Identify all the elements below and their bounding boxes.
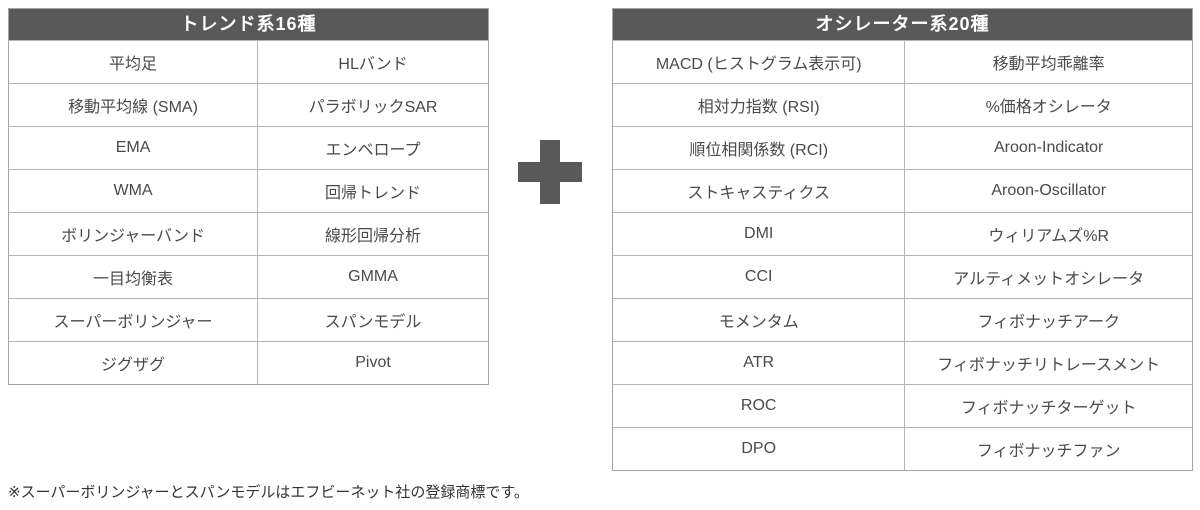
oscillator-indicators-table: オシレーター系20種 MACD (ヒストグラム表示可) 移動平均乖離率 相対力指… — [612, 8, 1193, 471]
trend-indicators-table: トレンド系16種 平均足 HLバンド 移動平均線 (SMA) パラボリックSAR… — [8, 8, 489, 385]
indicator-cell: スーパーボリンジャー — [9, 299, 259, 341]
table-row: モメンタム フィボナッチアーク — [613, 298, 1192, 341]
indicator-cell: MACD (ヒストグラム表示可) — [613, 41, 906, 83]
indicator-cell: HLバンド — [338, 56, 408, 73]
trademark-footnote: ※スーパーボリンジャーとスパンモデルはエフビーネット社の登録商標です。 — [8, 484, 529, 501]
indicator-cell: 移動平均乖離率 — [992, 56, 1105, 73]
table-row: 相対力指数 (RSI) %価格オシレータ — [613, 83, 1192, 126]
table-row: 順位相関係数 (RCI) Aroon-Indicator — [613, 126, 1192, 169]
indicator-cell: 線形回帰分析 — [325, 228, 422, 245]
plus-icon — [518, 140, 582, 204]
indicator-cell: 移動平均線 (SMA) — [9, 84, 259, 126]
table-row: EMA エンベロープ — [9, 126, 488, 169]
table-row: ROC フィボナッチターゲット — [613, 384, 1192, 427]
indicator-cell: ROC — [613, 385, 906, 427]
indicator-cell: パラボリックSAR — [308, 99, 438, 116]
indicator-cell: CCI — [613, 256, 906, 298]
indicator-cell: ボリンジャーバンド — [9, 213, 259, 255]
indicator-cell: GMMA — [348, 268, 398, 285]
indicator-cell: フィボナッチアーク — [977, 314, 1121, 331]
table-row: ストキャスティクス Aroon-Oscillator — [613, 169, 1192, 212]
indicator-cell: EMA — [9, 127, 259, 169]
indicator-cell: ATR — [613, 342, 906, 384]
indicator-cell: 一目均衡表 — [9, 256, 259, 298]
indicator-cell: %価格オシレータ — [985, 99, 1112, 116]
indicator-cell: Pivot — [355, 354, 391, 371]
table-row: ジグザグ Pivot — [9, 341, 488, 384]
indicator-cell: ウィリアムズ%R — [988, 228, 1110, 245]
indicator-cell: Aroon-Oscillator — [991, 182, 1107, 199]
trend-table-header: トレンド系16種 — [9, 9, 488, 40]
indicator-cell: スパンモデル — [324, 314, 422, 331]
indicator-cell: 回帰トレンド — [325, 185, 422, 202]
indicator-cell: フィボナッチファン — [976, 443, 1121, 460]
indicator-cell: ストキャスティクス — [613, 170, 906, 212]
table-row: CCI アルティメットオシレータ — [613, 255, 1192, 298]
table-row: WMA 回帰トレンド — [9, 169, 488, 212]
table-row: 平均足 HLバンド — [9, 40, 488, 83]
table-row: MACD (ヒストグラム表示可) 移動平均乖離率 — [613, 40, 1192, 83]
indicator-cell: エンベロープ — [325, 142, 421, 159]
plus-vertical-bar — [540, 140, 560, 204]
table-row: 一目均衡表 GMMA — [9, 255, 488, 298]
oscillator-table-header: オシレーター系20種 — [613, 9, 1192, 40]
table-row: DPO フィボナッチファン — [613, 427, 1192, 470]
table-row: DMI ウィリアムズ%R — [613, 212, 1192, 255]
table-row: スーパーボリンジャー スパンモデル — [9, 298, 488, 341]
indicator-cell: Aroon-Indicator — [993, 139, 1104, 156]
indicator-cell: アルティメットオシレータ — [953, 271, 1145, 288]
indicator-cell: 平均足 — [9, 41, 259, 83]
indicator-cell: WMA — [9, 170, 259, 212]
table-row: ATR フィボナッチリトレースメント — [613, 341, 1192, 384]
indicator-cell: フィボナッチターゲット — [960, 400, 1137, 417]
indicator-cell: 相対力指数 (RSI) — [613, 84, 906, 126]
indicator-cell: フィボナッチリトレースメント — [937, 357, 1161, 374]
indicator-cell: DMI — [613, 213, 906, 255]
indicator-cell: 順位相関係数 (RCI) — [613, 127, 906, 169]
indicator-cell: DPO — [613, 428, 906, 470]
table-row: 移動平均線 (SMA) パラボリックSAR — [9, 83, 488, 126]
indicator-cell: モメンタム — [613, 299, 906, 341]
table-row: ボリンジャーバンド 線形回帰分析 — [9, 212, 488, 255]
indicator-cell: ジグザグ — [9, 342, 259, 384]
